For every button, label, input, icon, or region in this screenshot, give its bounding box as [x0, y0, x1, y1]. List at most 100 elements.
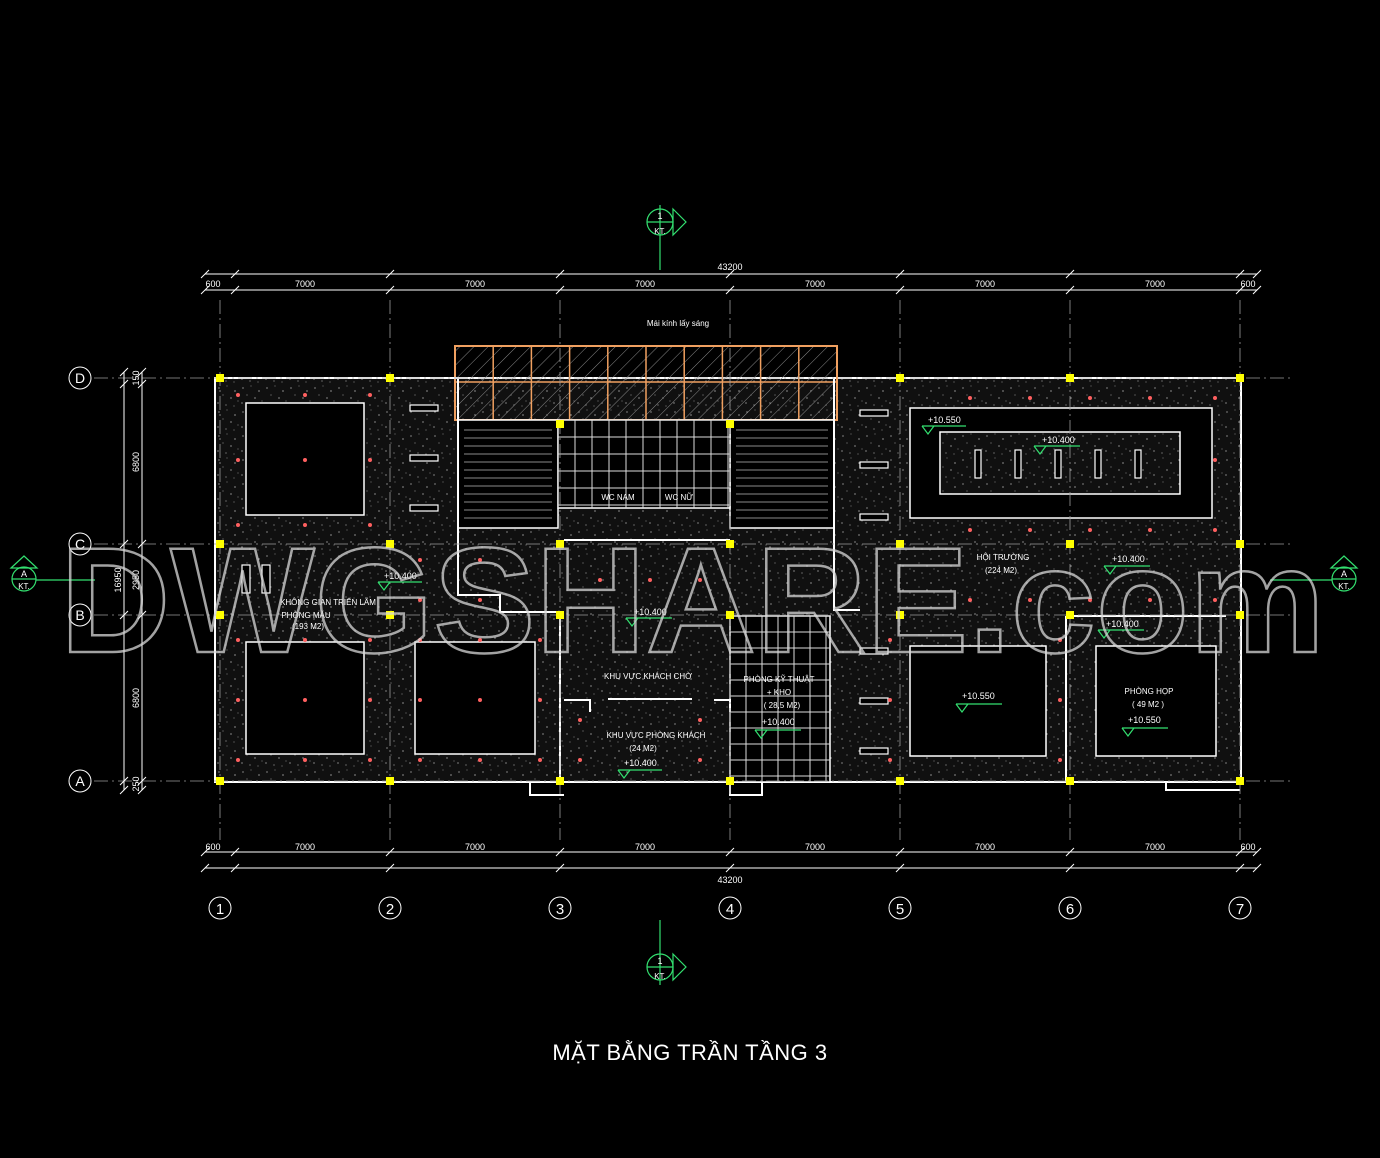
grid-label-col: 6 — [1066, 901, 1074, 918]
dim-tick — [137, 367, 147, 377]
ceiling-light — [698, 758, 702, 762]
grid-label-col: 1 — [216, 901, 224, 918]
ceiling-light — [368, 698, 372, 702]
column — [1236, 611, 1244, 619]
ceiling-light — [1028, 528, 1032, 532]
linear-diffuser — [409, 504, 439, 512]
dim-tick — [555, 269, 565, 279]
dim-tick — [725, 847, 735, 857]
dim-tick — [137, 539, 147, 549]
dim-tick — [895, 847, 905, 857]
linear-diffuser — [409, 404, 439, 412]
dim-vertical-total: 16950 — [113, 567, 123, 592]
dim-segments-top: 600 7000 7000 7000 7000 7000 7000 600 — [205, 279, 1255, 289]
section-mark-a-left — [9, 555, 95, 592]
linear-diffuser — [859, 747, 889, 755]
ceiling-light — [968, 528, 972, 532]
column — [896, 374, 904, 382]
ceiling-light — [236, 458, 240, 462]
ceiling-light — [368, 458, 372, 462]
grid-label-col: 3 — [556, 901, 564, 918]
ceiling-light — [236, 523, 240, 527]
ceiling-light — [578, 758, 582, 762]
ceiling-light — [236, 638, 240, 642]
column — [386, 777, 394, 785]
linear-diffuser — [261, 564, 271, 594]
linear-diffuser — [241, 564, 251, 594]
dim-seg: 600 — [1240, 279, 1255, 289]
room-label-exhibition-area: (193 M2) — [292, 622, 324, 631]
dim-tick — [230, 285, 240, 295]
column — [1066, 611, 1074, 619]
dim-tick — [119, 379, 129, 389]
dim-tick — [385, 847, 395, 857]
ceiling-light — [888, 698, 892, 702]
dim-seg: 600 — [205, 279, 220, 289]
dim-tick — [200, 847, 210, 857]
room-label-lounge: KHU VỰC PHÒNG KHÁCH — [607, 731, 706, 740]
ceiling-light — [1088, 598, 1092, 602]
column — [726, 420, 734, 428]
column — [726, 777, 734, 785]
dim-tick — [1252, 285, 1262, 295]
ceiling-light — [698, 578, 702, 582]
section-mark-sheet: KT. — [1338, 582, 1350, 591]
dim-tick — [555, 285, 565, 295]
ceiling-light — [368, 758, 372, 762]
room-label-wc-male: WC NAM — [601, 493, 635, 502]
ceiling-light — [236, 393, 240, 397]
ceiling-light — [478, 758, 482, 762]
grid-label-row: B — [75, 607, 84, 623]
ceiling-light — [303, 698, 307, 702]
grid-label-col: 5 — [896, 901, 904, 918]
ceiling-light — [478, 558, 482, 562]
level-label: +10.400 — [1112, 554, 1145, 564]
dim-tick — [200, 269, 210, 279]
section-mark-sheet: KT. — [654, 972, 666, 981]
ceiling-light — [236, 698, 240, 702]
section-mark-1-bottom — [646, 920, 687, 985]
level-label: +10.400 — [624, 758, 657, 768]
dim-seg: 600 — [205, 842, 220, 852]
ceiling-light — [598, 578, 602, 582]
structural-columns — [216, 374, 1244, 785]
room-label-hall-area: (224 M2) — [985, 566, 1017, 575]
ceiling-light — [303, 758, 307, 762]
column — [1066, 540, 1074, 548]
level-label: +10.550 — [962, 691, 995, 701]
ceiling-light — [418, 698, 422, 702]
dim-seg: 7000 — [975, 279, 995, 289]
column — [1066, 777, 1074, 785]
level-label: +10.400 — [762, 717, 795, 727]
section-mark-sheet: KT. — [654, 227, 666, 236]
column — [216, 540, 224, 548]
dim-tick — [119, 610, 129, 620]
ceiling-light — [1213, 458, 1217, 462]
ceiling-light — [368, 638, 372, 642]
dim-tick — [1252, 863, 1262, 873]
dim-seg: 7000 — [975, 842, 995, 852]
column — [386, 374, 394, 382]
room-label-exhibition: KHÔNG GIAN TRIỂN LÃM — [280, 598, 376, 607]
column — [386, 611, 394, 619]
ceiling-light — [1213, 396, 1217, 400]
grid-lines — [94, 300, 1290, 840]
section-mark-number: A — [21, 569, 27, 579]
dim-seg: 7000 — [635, 842, 655, 852]
dim-tick — [895, 285, 905, 295]
room-label-meeting: PHÒNG HỌP — [1125, 687, 1174, 696]
dim-tick — [200, 285, 210, 295]
ceiling-light — [968, 598, 972, 602]
dim-seg: 7000 — [1145, 279, 1165, 289]
linear-diffuser — [409, 454, 439, 462]
ceiling-light — [418, 558, 422, 562]
column — [1236, 777, 1244, 785]
room-label-technical-area: ( 28,5 M2) — [764, 701, 801, 710]
dim-tick — [230, 847, 240, 857]
dim-tick — [230, 269, 240, 279]
column — [726, 540, 734, 548]
dim-tick — [137, 610, 147, 620]
ceiling-light — [578, 718, 582, 722]
dim-tick — [1235, 863, 1245, 873]
dim-tick — [200, 863, 210, 873]
